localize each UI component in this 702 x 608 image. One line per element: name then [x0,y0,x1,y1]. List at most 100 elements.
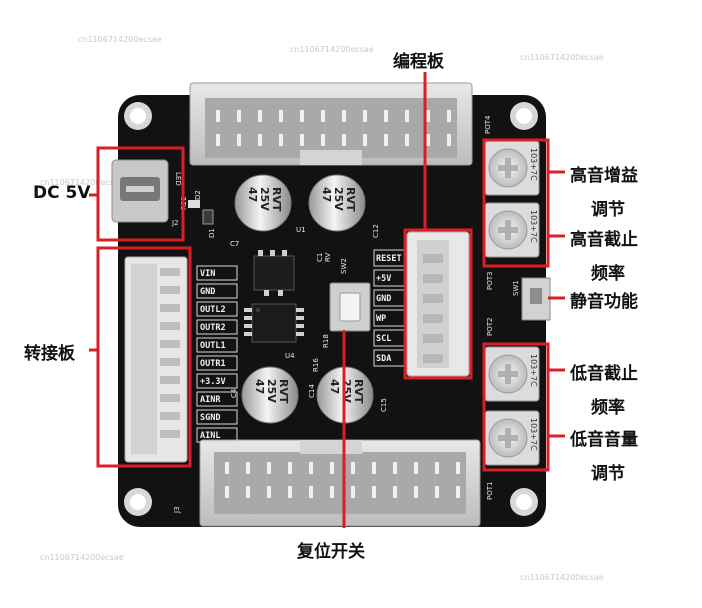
header-pin [456,486,460,498]
terminal-slot [160,268,180,276]
treble-cut-label-2: 频率 [591,264,625,284]
silk-pot3: POT3 [486,272,494,290]
pin-label-box [196,265,238,281]
pin-label-box [196,427,238,443]
header-pin [237,110,241,122]
header-pin [309,486,313,498]
silk-pot2: POT2 [486,318,494,336]
pin-label-left: OUTL1 [200,341,226,351]
watermark: cn1106714200ecsae [520,53,604,62]
silk-c4: C4 [230,388,238,398]
pot-cross-slot [498,158,518,178]
usb-connector [111,159,169,223]
silk-j2: J2 [171,219,179,227]
pin-label-box [196,373,238,389]
watermark: cn1106714200ecsae [290,45,374,54]
left-pin-labels: VINGNDOUTL2OUTR2OUTL1OUTR1+3.3VAINRSGNDA… [196,265,238,443]
treble-cut-label-1: 高音截止 [570,230,638,250]
terminal-slot [160,376,180,384]
header-pin [363,134,367,146]
mounting-holes [124,102,538,516]
silk-d1: D1 [208,228,216,238]
header-pin [351,462,355,474]
programmer-slot [423,294,443,303]
pin-label-right: WP [376,314,386,324]
header-pin [300,134,304,146]
pin-label-left: SGND [200,413,220,423]
watermark: cn1106714200ecsae [78,35,162,44]
programmer-box [403,228,473,380]
silk-c1: C1 [316,253,324,262]
header-pin [414,486,418,498]
terminal-slot [160,304,180,312]
silk-pot1: POT1 [486,482,494,500]
watermark: cn1106714200ecsae [40,178,124,187]
header-pin [384,110,388,122]
capacitor-marking: 47 [328,379,341,394]
pot-code: 103+7C [529,148,538,181]
capacitor-marking: 25V [332,187,345,211]
silk-u1: U1 [296,226,306,234]
header-pin [288,486,292,498]
header-pin [330,486,334,498]
header-pin [300,110,304,122]
header-pin [393,462,397,474]
pin-label-right: GND [376,294,391,304]
bass-volume-label-1: 低音音量 [570,430,638,450]
header-pin [267,486,271,498]
ic-chips [244,250,304,343]
programmer-slot [423,354,443,363]
pin-label-left: OUTR1 [200,359,226,369]
header-pin [279,110,283,122]
pin-label-box [196,355,238,371]
capacitor-body [234,174,292,232]
programmer-header [406,231,470,377]
silk-c15: C15 [380,398,388,412]
dc-5v-label: DC 5V [33,183,91,203]
smd-diode [202,209,214,225]
header-pin [246,486,250,498]
pin-label-right: +5V [376,274,391,284]
pot-cross-slot [498,220,518,240]
programmer-slot [423,314,443,323]
header-pin [330,462,334,474]
mute-label: 静音功能 [570,292,638,312]
header-pin [447,134,451,146]
pot-code: 103+7C [529,210,538,243]
silk-c7: C7 [230,240,239,248]
pin-label-right: RESET [376,254,402,264]
header-pin [279,134,283,146]
pin-label-left: OUTR2 [200,323,226,333]
capacitor-marking: 47 [246,187,259,202]
adapter-board-label: 转接板 [24,344,75,364]
pot-code: 103+7C [529,418,538,451]
watermark: cn1106714200ecsae [40,553,124,562]
capacitor-marking: 25V [340,379,353,403]
capacitor-body [241,366,299,424]
silk-sw2: SW2 [340,258,348,274]
pin-label-box [196,409,238,425]
bottom-idc-header [199,439,481,527]
header-pin [372,486,376,498]
pin-label-right: SCL [376,334,391,344]
header-pin [225,486,229,498]
treble-gain-label-1: 高音增益 [570,166,638,186]
top-idc-header [189,82,473,166]
left-terminal-connector [124,256,188,463]
treble-pots-box [482,138,550,268]
header-pin [267,462,271,474]
header-pin [342,134,346,146]
silk-j3: J3 [173,506,181,514]
header-pin [426,134,430,146]
pin-label-box [196,391,238,407]
adapter-box [96,246,192,468]
capacitor-marking: RVT [344,187,357,212]
header-pin [456,462,460,474]
programmer-slot [423,254,443,263]
smd-resistor [188,200,200,208]
watermark: cn1106714200ecsae [520,573,604,582]
capacitor-body [308,174,366,232]
